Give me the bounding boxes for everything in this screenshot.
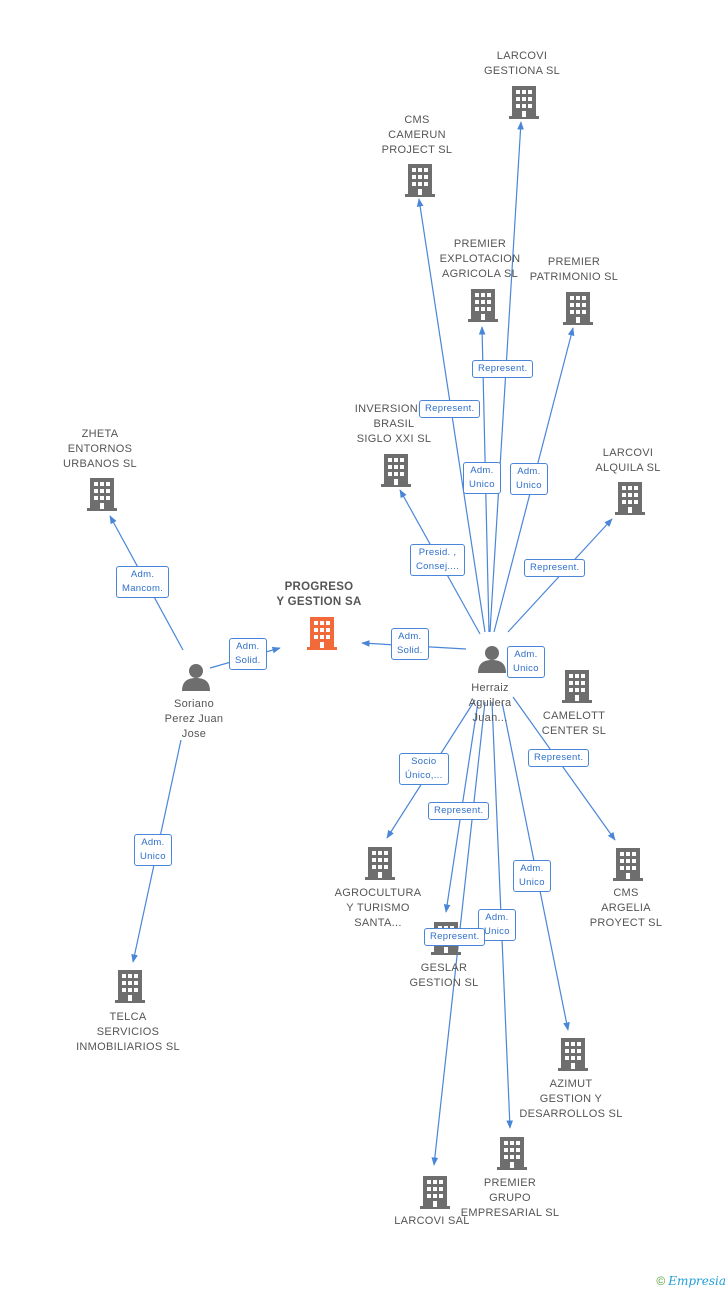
building-icon [615, 482, 645, 515]
building-icon [365, 847, 395, 880]
edge-label-socio-unico[interactable]: Socio Único,... [399, 753, 449, 785]
building-icon [87, 478, 117, 511]
person-icon [182, 664, 210, 691]
edge-label-represent[interactable]: Represent. [419, 400, 481, 418]
edge-label-adm-unico[interactable]: Adm. Unico [478, 909, 516, 941]
person-icon [478, 646, 506, 673]
node-label-larcovi-gestiona[interactable]: LARCOVI GESTIONA SL [483, 50, 561, 77]
copyright-icon: © [656, 1274, 666, 1288]
building-icon [381, 454, 411, 487]
node-label-agrocultura[interactable]: AGROCULTURA Y TURISMO SANTA... [334, 887, 422, 929]
building-icon [468, 289, 498, 322]
edge-label-adm-mancom[interactable]: Adm. Mancom. [116, 566, 170, 598]
building-icon [307, 617, 337, 650]
building-icon [497, 1137, 527, 1170]
edge-herraiz-camelott [512, 696, 616, 841]
edge-label-adm-unico[interactable]: Adm. Unico [134, 834, 172, 866]
node-label-larcovi-sal[interactable]: LARCOVI SAL [394, 1215, 470, 1227]
node-label-camelott[interactable]: CAMELOTT CENTER SL [541, 710, 607, 737]
node-label-larcovi-alquila[interactable]: LARCOVI ALQUILA SL [595, 447, 661, 474]
node-label-zheta[interactable]: ZHETA ENTORNOS URBANOS SL [63, 428, 137, 470]
node-label-geslar[interactable]: GESLAR GESTION SL [409, 962, 479, 989]
node-label-cms-camerun[interactable]: CMS CAMERUN PROJECT SL [381, 114, 453, 156]
brand-logo: ©Empresia [656, 1274, 726, 1288]
node-label-premier-explotacion[interactable]: PREMIER EXPLOTACION AGRICOLA SL [439, 238, 521, 280]
node-label-progreso[interactable]: PROGRESO Y GESTION SA [276, 581, 362, 608]
node-label-cms-argelia[interactable]: CMS ARGELIA PROYECT SL [589, 887, 663, 929]
building-icon [562, 670, 592, 703]
edge-label-adm-unico[interactable]: Adm. Unico [507, 646, 545, 678]
building-icon [558, 1038, 588, 1071]
building-icon [613, 848, 643, 881]
edge-label-adm-solid[interactable]: Adm. Solid. [391, 628, 429, 660]
brand-name: Empresia [668, 1274, 726, 1288]
edge-label-adm-solid[interactable]: Adm. Solid. [229, 638, 267, 670]
building-icon [509, 86, 539, 119]
edge-label-represent[interactable]: Represent. [424, 928, 486, 946]
node-label-premier-grupo[interactable]: PREMIER GRUPO EMPRESARIAL SL [460, 1177, 560, 1219]
building-icon [405, 164, 435, 197]
node-label-inversiones-brasil[interactable]: INVERSIONES BRASIL SIGLO XXI SL [354, 403, 434, 445]
edge-label-adm-unico[interactable]: Adm. Unico [510, 463, 548, 495]
edge-label-presid-consej[interactable]: Presid. , Consej.... [410, 544, 466, 576]
node-label-soriano[interactable]: Soriano Perez Juan Jose [164, 698, 224, 740]
node-label-azimut[interactable]: AZIMUT GESTION Y DESARROLLOS SL [519, 1078, 623, 1120]
node-label-herraiz[interactable]: Herraiz Aguilera Juan... [468, 682, 512, 724]
edge-label-adm-unico[interactable]: Adm. Unico [463, 462, 501, 494]
node-label-telca[interactable]: TELCA SERVICIOS INMOBILIARIOS SL [76, 1011, 180, 1053]
edge-label-represent[interactable]: Represent. [528, 749, 590, 767]
building-icon [115, 970, 145, 1003]
node-label-premier-patrimonio[interactable]: PREMIER PATRIMONIO SL [529, 256, 619, 283]
edge-label-represent[interactable]: Represent. [472, 360, 534, 378]
edge-label-adm-unico[interactable]: Adm. Unico [513, 860, 551, 892]
edge-label-represent[interactable]: Represent. [524, 559, 586, 577]
edge-label-represent[interactable]: Represent. [428, 802, 490, 820]
building-icon [563, 292, 593, 325]
